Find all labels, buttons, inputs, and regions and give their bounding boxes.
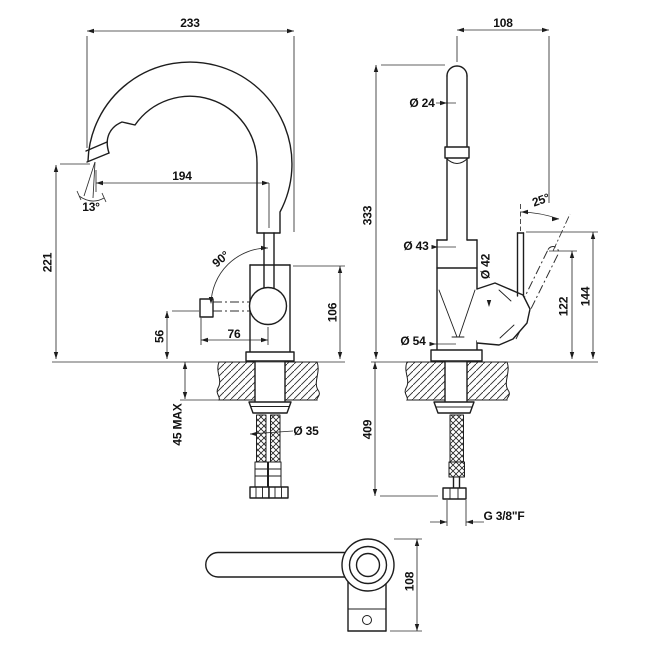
dim-handle-up-height: 144 xyxy=(578,286,593,306)
dim-handle-height: 56 xyxy=(152,329,167,343)
dim-overall-width: 233 xyxy=(180,15,200,30)
dim-max-deck-thickness: 45 MAX xyxy=(170,402,185,446)
dim-body-diameter: Ø 43 xyxy=(403,238,429,253)
dim-spout-to-handle: 108 xyxy=(493,15,513,30)
dim-spray-angle: 13° xyxy=(82,199,100,214)
dim-hole-diameter: Ø 35 xyxy=(293,423,319,438)
dim-base-diameter: Ø 54 xyxy=(400,333,426,348)
dim-overall-height: 333 xyxy=(360,205,375,225)
dim-spout-height: 221 xyxy=(40,252,55,272)
dim-connection-thread: G 3/8"F xyxy=(483,508,525,523)
dim-body-depth: 108 xyxy=(402,571,417,591)
dim-body-height: 106 xyxy=(325,302,340,322)
dim-cartridge-diameter: Ø 42 xyxy=(478,253,493,279)
dim-handle-open-height: 122 xyxy=(556,296,571,316)
dim-hose-length: 409 xyxy=(360,419,375,439)
dim-handle-projection: 76 xyxy=(227,326,241,341)
dim-spout-reach: 194 xyxy=(172,168,192,183)
dim-spout-diameter: Ø 24 xyxy=(409,95,435,110)
